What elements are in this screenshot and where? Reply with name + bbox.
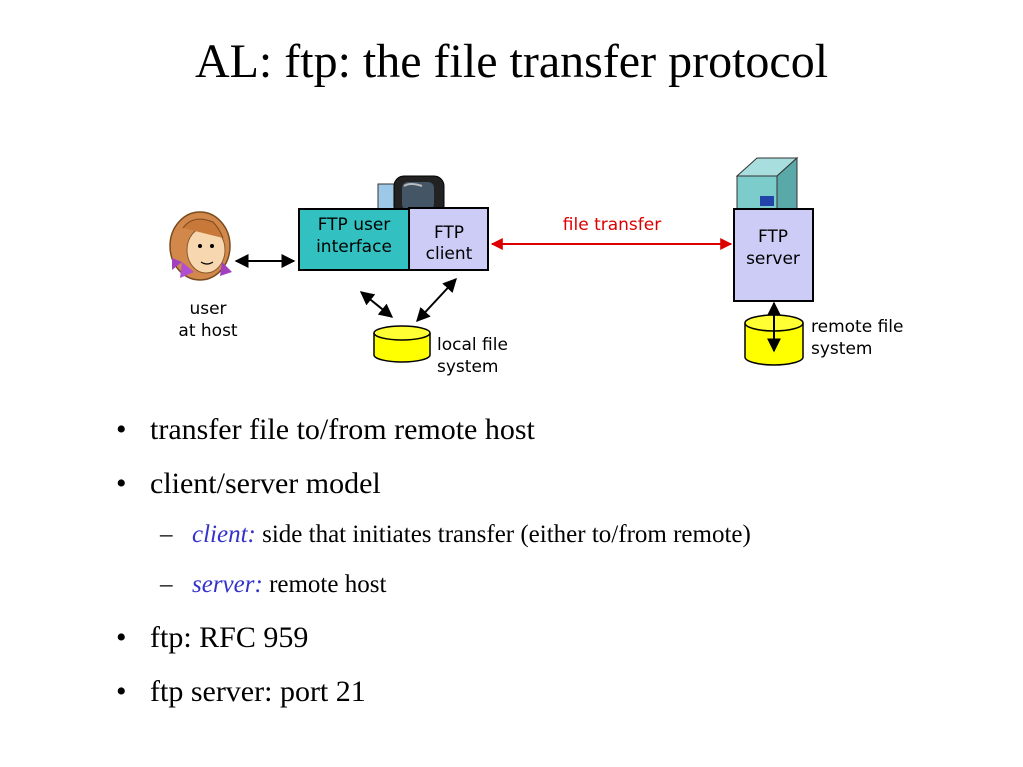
user-person-icon (169, 211, 232, 281)
sub-bullet-text: remote host (262, 571, 387, 598)
bullet-text: ftp: RFC 959 (150, 621, 309, 654)
ftp-ui-label-line1: FTP user (318, 215, 391, 235)
ui-disk-arrow (359, 291, 394, 318)
bullet-mark: • (116, 621, 127, 654)
sub-bullet-mark: – (160, 521, 173, 548)
user-label-line1: user (189, 299, 226, 319)
bullet-item: • transfer file to/from remote host (112, 412, 992, 448)
bullet-mark: • (116, 467, 127, 500)
bullet-text: transfer file to/from remote host (150, 413, 535, 446)
remote-fs-label-line1: remote file (811, 317, 903, 337)
file-transfer-label: file transfer (563, 215, 661, 235)
remote-fs-label-line2: system (811, 339, 872, 359)
ftp-client-label-line1: FTP (434, 223, 464, 243)
client-disk-arrow (416, 277, 457, 323)
local-disk-icon (373, 325, 431, 363)
ftp-server-label-line1: FTP (758, 227, 788, 247)
bullet-item: • client/server model (112, 466, 992, 502)
ftp-client-label-line2: client (426, 244, 473, 264)
ftp-server-box: FTP server (733, 208, 814, 302)
bullet-text: client/server model (150, 467, 381, 500)
sub-bullet-item: – server: remote host (112, 570, 992, 600)
bullet-text: ftp server: port 21 (150, 675, 366, 708)
client-term: client: (192, 521, 256, 548)
sub-bullet-item: – client: side that initiates transfer (… (112, 520, 992, 550)
bullet-mark: • (116, 675, 127, 708)
bullet-item: • ftp: RFC 959 (112, 620, 992, 656)
ftp-diagram: FTP user interface FTP client file trans… (169, 156, 903, 377)
local-fs-label-line2: system (437, 357, 498, 377)
sub-bullet-text: side that initiates transfer (either to/… (255, 521, 751, 548)
ftp-server-label-line2: server (746, 249, 800, 269)
ftp-user-interface-box: FTP user interface (298, 208, 410, 271)
bullet-item: • ftp server: port 21 (112, 674, 992, 710)
server-term: server: (192, 571, 263, 598)
ftp-client-box: FTP client (408, 207, 489, 271)
user-label-line2: at host (178, 321, 238, 341)
sub-bullet-mark: – (160, 571, 173, 598)
bullet-list: • transfer file to/from remote host • cl… (112, 412, 992, 728)
slide-title: AL: ftp: the file transfer protocol (194, 35, 829, 88)
ftp-ui-label-line2: interface (316, 237, 392, 257)
local-fs-label-line1: local file (437, 335, 508, 355)
bullet-mark: • (116, 413, 127, 446)
workstation-icon (377, 175, 445, 217)
